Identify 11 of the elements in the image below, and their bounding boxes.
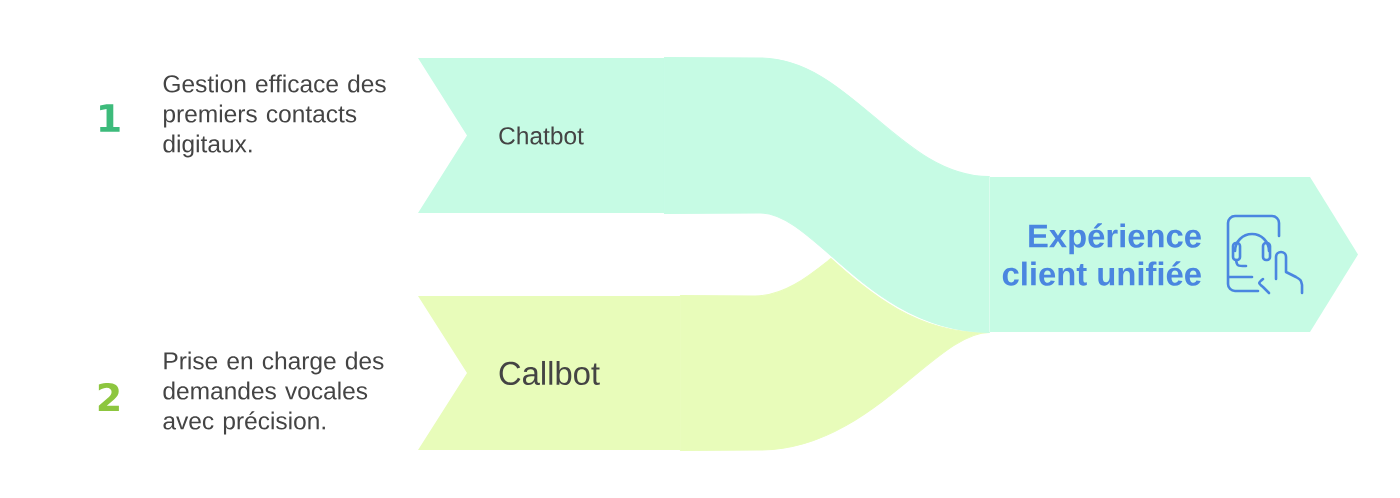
node-label: Expérience client unifiée <box>1002 223 1201 286</box>
chevron-band: Chatbot <box>418 58 664 213</box>
description-text: Gestion efficace des premiers contacts digitaux. <box>163 74 386 158</box>
description-text: Prise en charge des demandes vocales avec précision. <box>163 351 384 435</box>
flow-band <box>663 57 991 333</box>
step-number: 1 <box>100 104 120 132</box>
step-number: 2 <box>98 382 119 412</box>
node-label: Callbot <box>499 360 600 386</box>
node-label: Chatbot <box>499 126 584 145</box>
chevron-band: Callbot <box>418 296 680 450</box>
arrow-band: Expérience client unifiée <box>990 177 1358 332</box>
